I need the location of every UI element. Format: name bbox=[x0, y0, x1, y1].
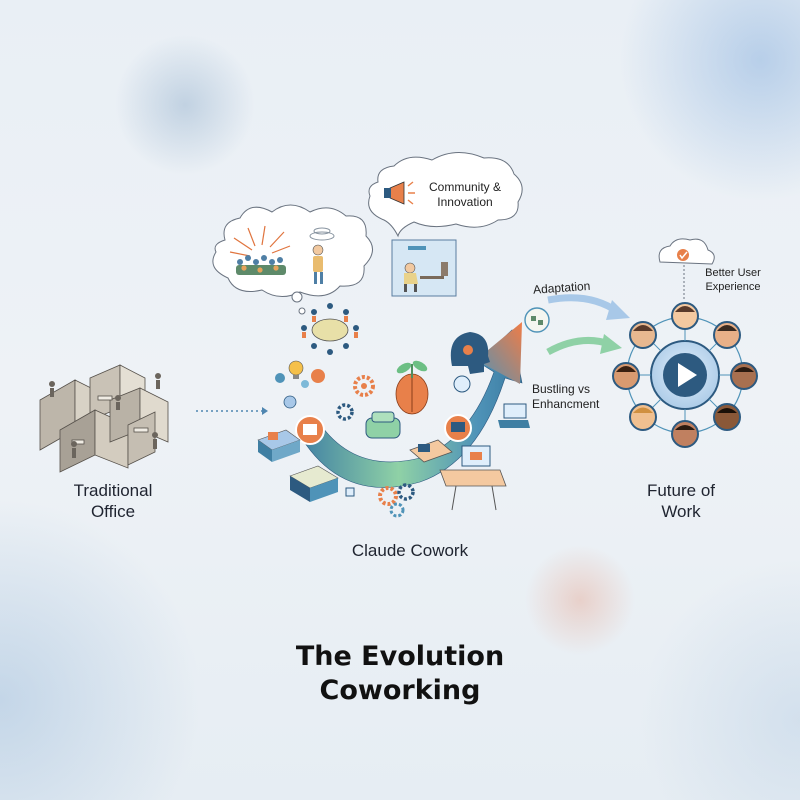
avatar bbox=[713, 403, 741, 431]
bustling-line2: Enhancment bbox=[532, 397, 600, 411]
gear-cluster-icon bbox=[378, 483, 415, 518]
desk-block-icon bbox=[257, 429, 301, 462]
adaptation-text: Adaptation bbox=[532, 278, 591, 297]
enhancement-arrow bbox=[546, 336, 612, 356]
office-workers bbox=[49, 373, 161, 458]
claude-cowork-text: Claude Cowork bbox=[351, 541, 469, 560]
thought-bubble-left bbox=[212, 204, 373, 315]
monitor-icon bbox=[498, 403, 530, 428]
future-of-work-line1: Future of bbox=[646, 481, 716, 500]
network-node-icon bbox=[453, 375, 471, 393]
community-line1: Community & bbox=[428, 180, 502, 194]
adaptation-arrow bbox=[547, 294, 621, 315]
avatar bbox=[629, 321, 657, 349]
cubicles-illustration bbox=[39, 364, 169, 473]
bustling-line1: Bustling vs bbox=[532, 382, 591, 396]
community-innovation-label: Community & Innovation bbox=[420, 180, 510, 210]
cube-block-icon bbox=[289, 465, 339, 502]
better-line2: Experience bbox=[705, 281, 761, 293]
arc-node bbox=[295, 415, 325, 445]
traditional-office-line2: Office bbox=[90, 502, 136, 521]
gear-icon bbox=[336, 403, 354, 421]
title-line2: Coworking bbox=[319, 675, 481, 706]
enhancement-arrowhead bbox=[600, 334, 622, 354]
traditional-office-line1: Traditional bbox=[73, 481, 153, 500]
diagram-title: The Evolution Coworking bbox=[200, 640, 600, 708]
desk-worker-panel bbox=[391, 239, 457, 297]
title-line1: The Evolution bbox=[295, 641, 505, 672]
round-table-meeting bbox=[301, 303, 359, 355]
adaptation-arrowhead bbox=[606, 300, 630, 320]
future-of-work-label: Future of Work bbox=[606, 480, 756, 522]
gear-icon bbox=[353, 375, 375, 397]
avatar bbox=[671, 302, 699, 330]
connector-arrowhead bbox=[262, 407, 268, 415]
leaf-icon bbox=[396, 360, 428, 378]
traditional-office-label: Traditional Office bbox=[38, 480, 188, 522]
arc-arrowhead bbox=[476, 322, 522, 384]
lightbulb-icon bbox=[288, 360, 304, 379]
megaphone-icon bbox=[384, 181, 415, 205]
lounge-chair-icon bbox=[365, 411, 401, 439]
future-of-work-line2: Work bbox=[661, 502, 701, 521]
avatar bbox=[730, 362, 758, 390]
claude-cowork-label: Claude Cowork bbox=[320, 540, 500, 561]
community-bubble bbox=[368, 152, 523, 238]
arc-node-screen bbox=[444, 414, 472, 442]
workstation-icon bbox=[439, 445, 507, 511]
avatars bbox=[612, 302, 758, 448]
play-icon bbox=[678, 363, 697, 387]
head-icon bbox=[450, 332, 490, 374]
chip-icon bbox=[345, 487, 355, 497]
idea-icon bbox=[275, 369, 325, 388]
avatar bbox=[629, 403, 657, 431]
arc-dot bbox=[283, 395, 297, 409]
better-line1: Better User bbox=[705, 267, 761, 279]
bustling-label: Bustling vs Enhancment bbox=[532, 382, 622, 412]
avatar bbox=[671, 420, 699, 448]
check-icon bbox=[677, 249, 689, 261]
adaptation-node bbox=[524, 307, 550, 333]
avatar bbox=[612, 362, 640, 390]
avatar bbox=[713, 321, 741, 349]
brain-icon bbox=[395, 373, 429, 415]
better-experience-label: Better User Experience bbox=[698, 266, 768, 294]
desk-pod-icon bbox=[409, 439, 453, 463]
community-line2: Innovation bbox=[437, 195, 493, 209]
